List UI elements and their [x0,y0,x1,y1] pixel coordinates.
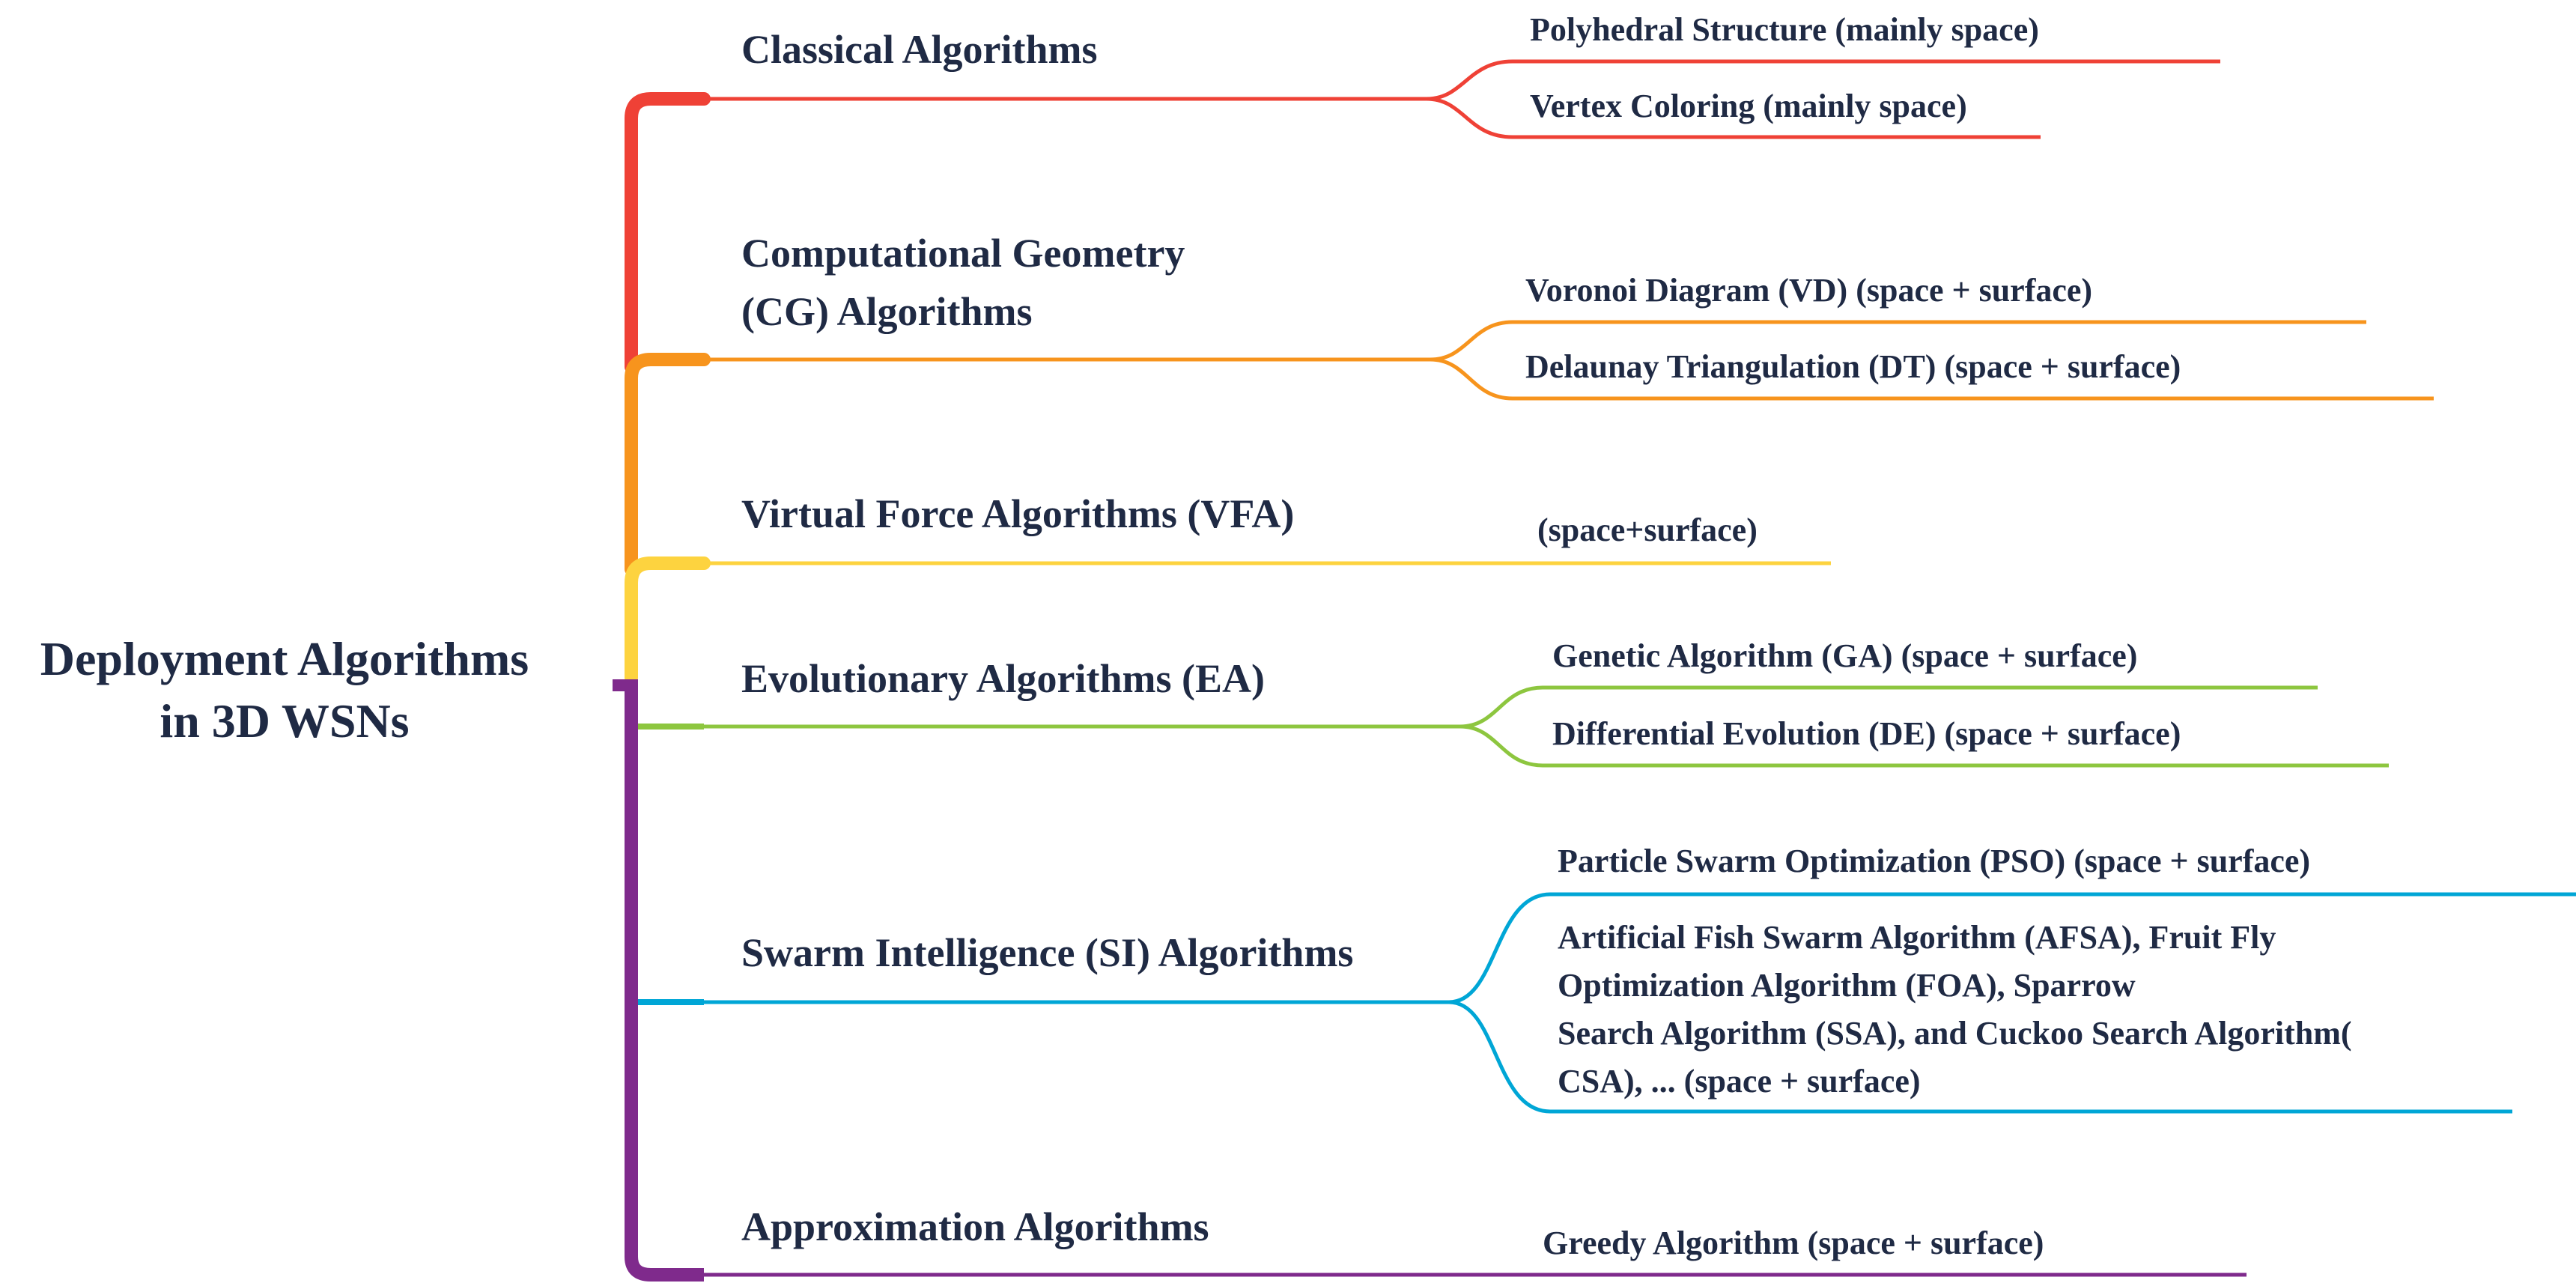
leaf-voronoi-diagram: Voronoi Diagram (VD) (space + surface) [1525,272,2093,309]
fork-ea-2 [1459,724,2389,768]
trunk-vfa [625,556,711,685]
trunk-classical [625,92,711,374]
root-title: Deployment Algorithms in 3D WSNs [0,628,569,752]
trunk-approx [625,685,704,1282]
fork-ea-1 [1459,685,2318,729]
leaf-swarm-algorithms: Artificial Fish Swarm Algorithm (AFSA), … [1558,919,2352,1100]
category-classical: Classical Algorithms [741,27,1098,72]
fork-si-1 [1448,892,2576,1004]
leaf-greedy-algorithm: Greedy Algorithm (space + surface) [1543,1225,2044,1261]
leaf-genetic-algorithm: Genetic Algorithm (GA) (space + surface) [1552,637,2138,674]
fork-classical-2 [1426,97,2041,139]
fork-si-2 [1448,1000,2512,1114]
category-cg-line1: Computational Geometry [741,231,1185,276]
fork-cg-2 [1430,357,2434,401]
leaf-pso: Particle Swarm Optimization (PSO) (space… [1558,843,2311,879]
root-title-line1: Deployment Algorithms [40,632,529,685]
fork-classical-1 [1426,59,2220,101]
root-title-line2: in 3D WSNs [160,694,410,748]
leaf-delaunay-triangulation: Delaunay Triangulation (DT) (space + sur… [1525,348,2181,385]
leaf-vfa-scope: (space+surface) [1537,512,1758,548]
category-si: Swarm Intelligence (SI) Algorithms [741,930,1354,975]
trunk-cg [625,353,711,576]
category-ea: Evolutionary Algorithms (EA) [741,656,1266,701]
leaf-polyhedral-structure: Polyhedral Structure (mainly space) [1530,11,2039,48]
fork-cg-1 [1430,320,2366,362]
leaf-vertex-coloring: Vertex Coloring (mainly space) [1530,88,1967,124]
category-approx: Approximation Algorithms [741,1204,1209,1249]
leaf-differential-evolution: Differential Evolution (DE) (space + sur… [1552,715,2181,752]
category-cg-line2: (CG) Algorithms [741,289,1033,334]
category-vfa: Virtual Force Algorithms (VFA) [741,491,1295,536]
